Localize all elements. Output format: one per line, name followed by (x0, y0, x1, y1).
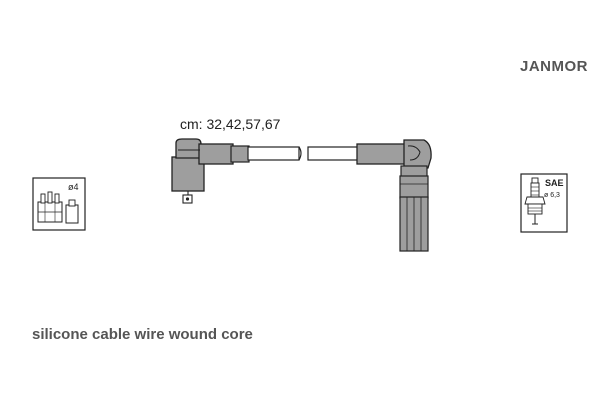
spark-plug-icon: SAE ø 6,3 (520, 173, 568, 233)
right-cable-boot (356, 139, 432, 252)
brand-logo: JANMOR (519, 58, 588, 75)
plug-diameter-label: ø 6,3 (544, 192, 560, 199)
plug-standard-label: SAE (545, 178, 564, 188)
left-cable-boot (171, 138, 250, 204)
distributor-cap-icon: ø4 (32, 177, 86, 231)
distributor-diameter-label: ø4 (68, 182, 79, 192)
cable-wire (247, 146, 359, 161)
cable-description: silicone cable wire wound core (32, 326, 253, 343)
cable-lengths-label: cm: 32,42,57,67 (180, 116, 281, 132)
